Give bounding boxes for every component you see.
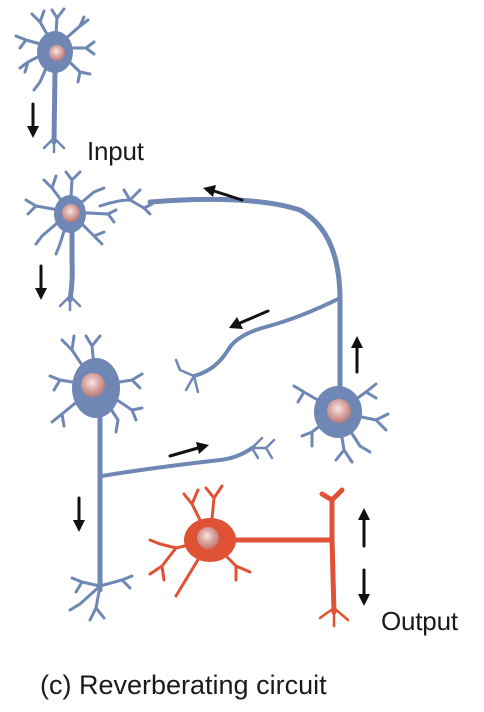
arrow-right-icon [168,442,209,458]
arrow-down-icon [27,102,39,138]
output-label: Output [381,606,458,636]
arrow-left-icon [203,185,244,202]
nucleus [62,204,80,222]
nucleus [49,45,65,61]
neuron-3 [48,334,276,622]
nucleus [81,373,105,397]
neuron-2 [24,170,154,312]
input-neuron [14,7,96,154]
output-neuron [148,484,350,628]
nucleus [197,527,219,549]
nucleus [327,399,351,423]
arrow-down-icon [73,496,85,532]
arrow-down-icon [35,264,47,300]
arrow-down-icon [358,568,370,606]
input-label: Input [87,136,144,166]
figure-caption: (c) Reverberating circuit [40,670,327,700]
arrow-up-icon [358,508,370,548]
arrow-left-icon [229,309,270,329]
arrow-up-icon [351,336,363,374]
